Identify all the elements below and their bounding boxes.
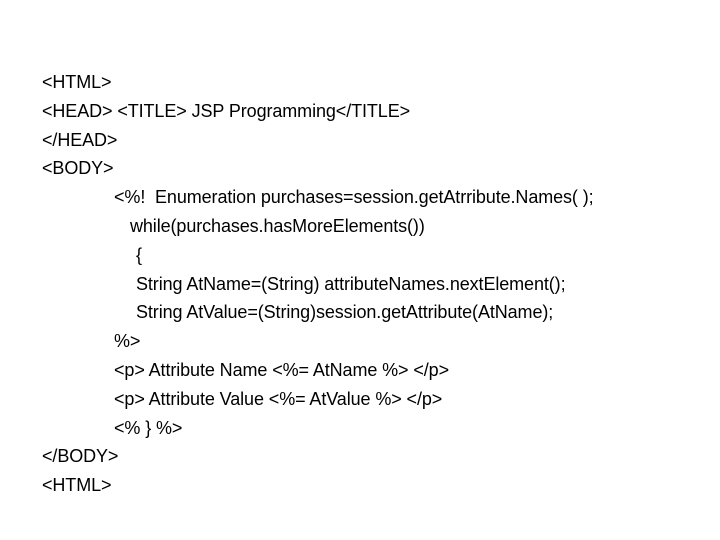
code-line-declaration: <%! Enumeration purchases=session.getAtr… bbox=[114, 187, 594, 208]
code-line-html-open: <HTML> bbox=[42, 72, 112, 92]
code-line-brace-close: <% } %> bbox=[114, 417, 183, 438]
code-line-body-open: <BODY> bbox=[42, 158, 114, 179]
code-line-head-close: </HEAD> bbox=[42, 129, 118, 150]
code-listing: <HTML> <HEAD> <TITLE> JSP Programming</T… bbox=[42, 68, 712, 500]
code-line-html-close: <HTML> bbox=[42, 475, 112, 496]
code-line-while: while(purchases.hasMoreElements()) bbox=[130, 215, 425, 236]
code-line-head-title: <HEAD> <TITLE> JSP Programming</TITLE> bbox=[42, 100, 411, 121]
code-line-attribute-value: <p> Attribute Value <%= AtValue %> </p> bbox=[114, 388, 443, 409]
code-line-atvalue: String AtValue=(String)session.getAttrib… bbox=[136, 302, 554, 323]
code-line-body-close: </BODY> bbox=[42, 446, 119, 467]
code-line-brace-open: { bbox=[136, 244, 142, 265]
code-line-attribute-name: <p> Attribute Name <%= AtName %> </p> bbox=[114, 359, 450, 380]
code-line-scriptlet-close: %> bbox=[114, 331, 141, 352]
code-line-atname: String AtName=(String) attributeNames.ne… bbox=[136, 273, 566, 294]
